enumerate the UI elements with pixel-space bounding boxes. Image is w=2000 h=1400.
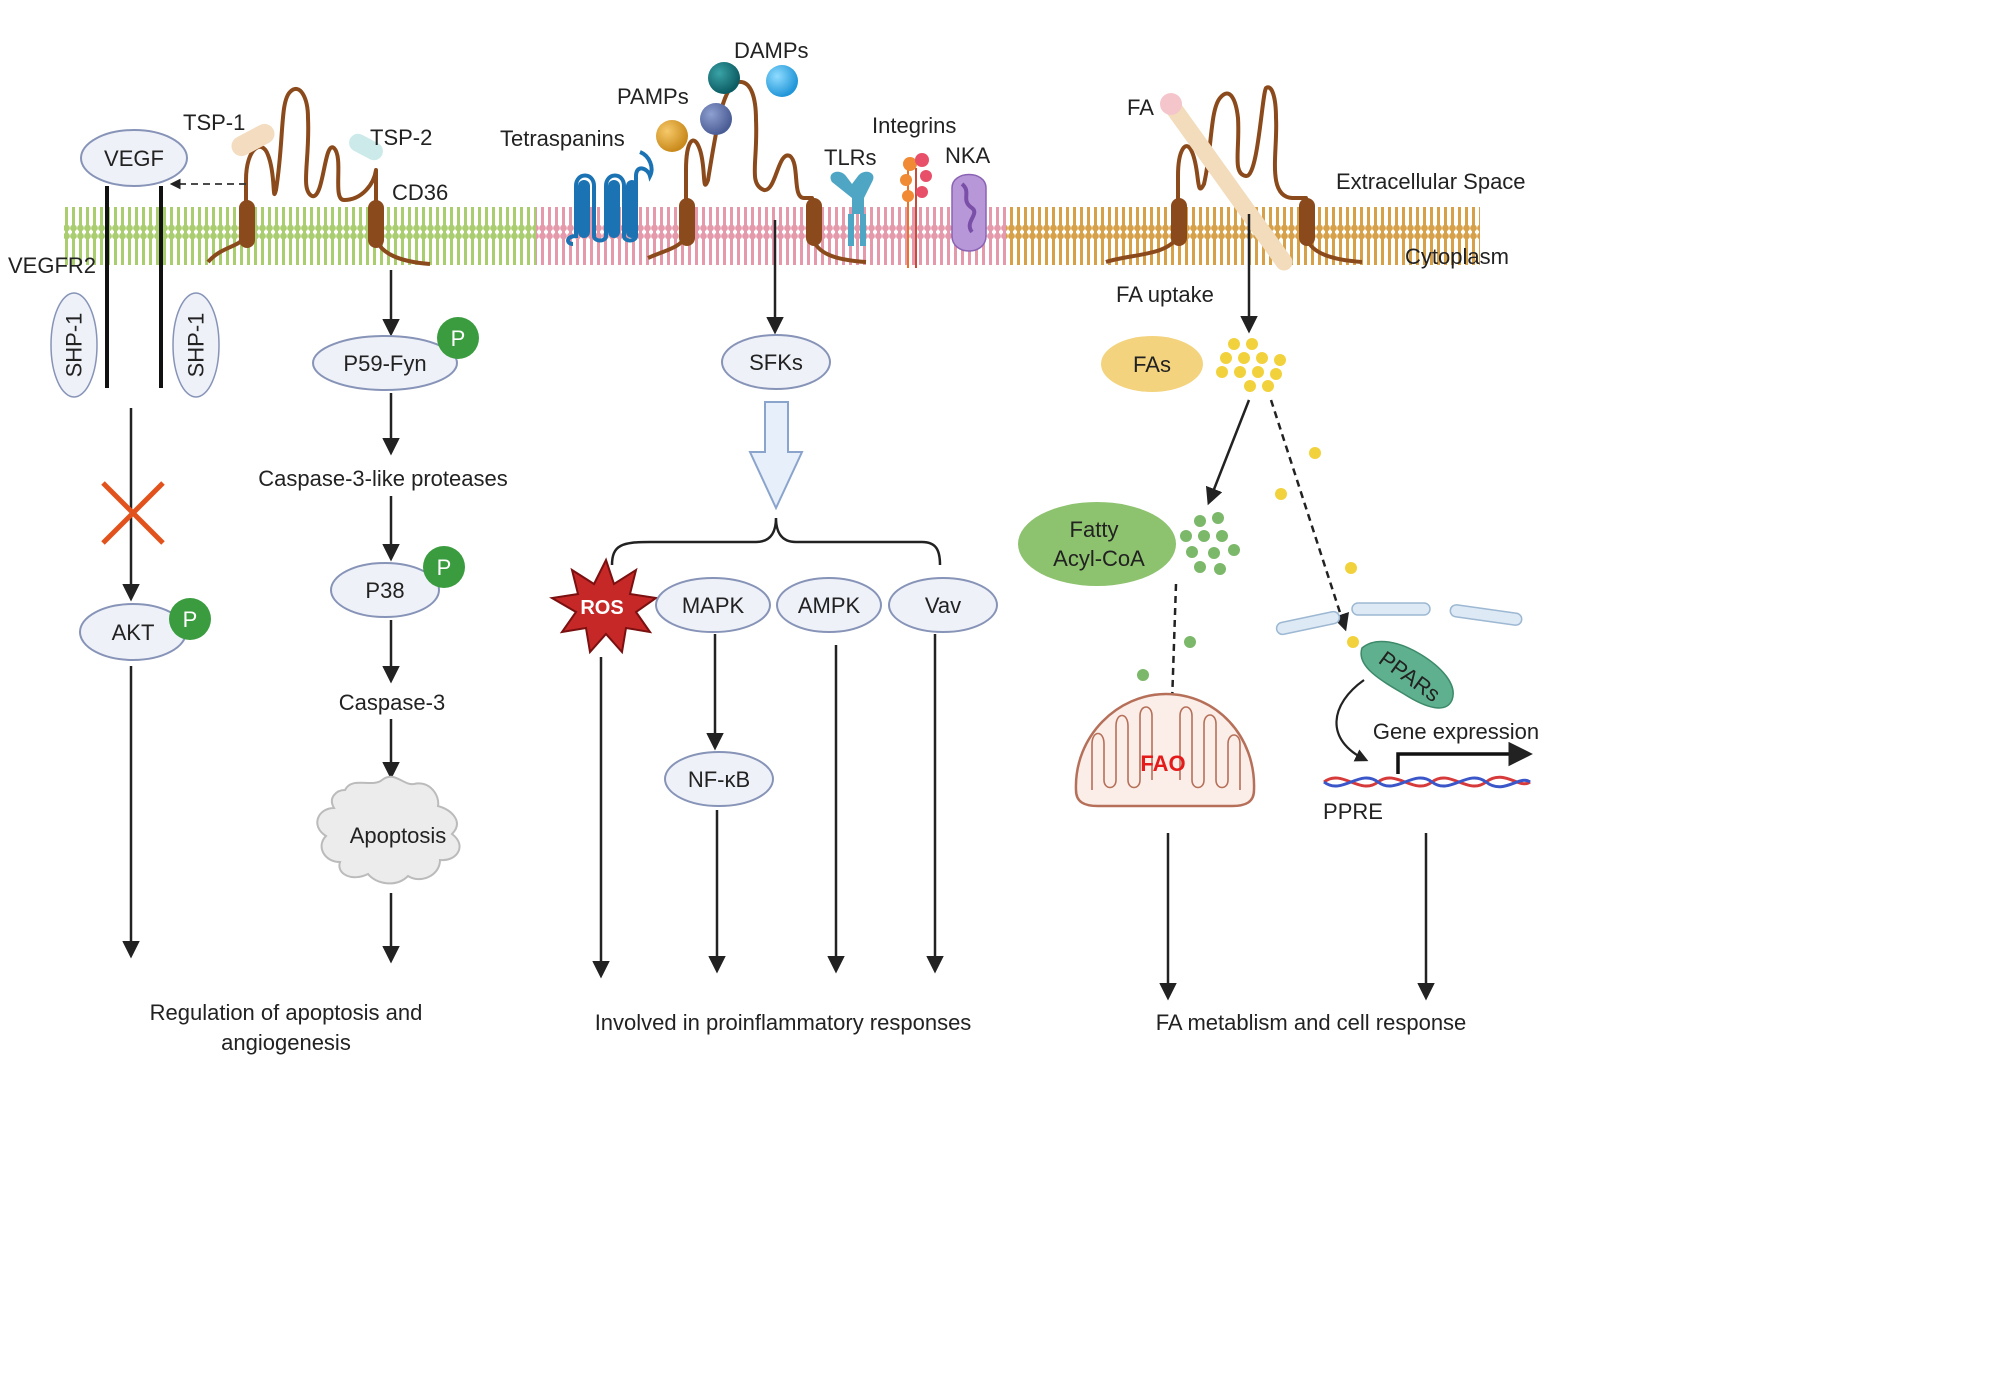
- p38-phospho-label: P: [437, 555, 452, 580]
- ros-label: ROS: [580, 597, 623, 619]
- ppars-protein: PPARs: [1360, 640, 1454, 709]
- apoptosis-cell: Apoptosis: [316, 775, 461, 885]
- ppre-label: PPRE: [1323, 799, 1383, 824]
- tlrs-label: TLRs: [824, 145, 877, 170]
- caspase-3-label: Caspase-3: [339, 690, 445, 715]
- tsp-2-ligand: [349, 133, 383, 161]
- tlr-receptor: [830, 171, 874, 246]
- pamps-label: PAMPs: [617, 84, 689, 109]
- vegfr2-label: VEGFR2: [8, 253, 96, 278]
- vegf-node: VEGF: [80, 129, 188, 187]
- inhibition-x-mark: [101, 481, 165, 545]
- vav-node: Vav: [888, 577, 998, 633]
- ampk-node: AMPK: [776, 577, 882, 633]
- integrins-label: Integrins: [872, 113, 956, 138]
- p38-node: P38: [330, 562, 440, 618]
- nfkb-node: NF-κB: [664, 751, 774, 807]
- vegf-label: VEGF: [104, 146, 164, 171]
- nka-label: NKA: [945, 143, 991, 168]
- tsp-2-label: TSP-2: [370, 125, 432, 150]
- shp-1-label-right: SHP-1: [184, 313, 209, 378]
- nfkb-label: NF-κB: [688, 767, 750, 792]
- shp-1-left: SHP-1: [50, 292, 98, 398]
- damps-label: DAMPs: [734, 38, 809, 63]
- akt-phospho-badge: P: [169, 598, 211, 640]
- fa-label: FA: [1127, 95, 1154, 120]
- fyn-phospho-badge: P: [437, 317, 479, 359]
- cd36-receptor-left: [206, 87, 431, 266]
- nuclear-membrane-fragments: [1275, 602, 1523, 636]
- outcome-1-line1: Regulation of apoptosis and: [150, 1000, 423, 1025]
- outcome-2-label: Involved in proinflammatory responses: [595, 1010, 972, 1035]
- sfks-label: SFKs: [749, 350, 803, 375]
- migrating-fa-dots: [1275, 447, 1359, 648]
- effector-bracket: [610, 517, 942, 566]
- fas-node: FAs: [1101, 336, 1203, 392]
- fa-droplet-cluster: [1216, 338, 1286, 392]
- akt-phospho-label: P: [183, 607, 198, 632]
- p59-fyn-label: P59-Fyn: [343, 351, 426, 376]
- cd36-receptor-center: [647, 79, 867, 264]
- sfks-downstream-block-arrow: [748, 401, 804, 511]
- ros-burst: ROS: [549, 557, 659, 655]
- p38-label: P38: [365, 578, 404, 603]
- tsp-1-label: TSP-1: [183, 110, 245, 135]
- tetraspanins-label: Tetraspanins: [500, 126, 625, 151]
- outcome-3-label: FA metablism and cell response: [1156, 1010, 1467, 1035]
- integrin-receptor: [900, 153, 932, 268]
- sfks-node: SFKs: [721, 334, 831, 390]
- shp-1-label-left: SHP-1: [62, 313, 87, 378]
- tsp-1-ligand: [231, 123, 275, 157]
- p38-phospho-badge: P: [423, 546, 465, 588]
- vav-label: Vav: [925, 593, 961, 618]
- dna-helix-ppre: [1323, 775, 1531, 789]
- vegfr2-receptor: [105, 186, 163, 388]
- mapk-label: MAPK: [682, 593, 745, 618]
- fas-acyl-coa-arrow: [1205, 399, 1251, 506]
- cd36-signaling-diagram: Extracellular Space Cytoplasm TSP-1 TSP-…: [8, 38, 1539, 1055]
- fatty-acyl-coa-line2: Acyl-CoA: [1053, 546, 1145, 571]
- cd36-label: CD36: [392, 180, 448, 205]
- fatty-acyl-coa-node: Fatty Acyl-CoA: [1018, 502, 1176, 586]
- p59-fyn-node: P59-Fyn: [312, 335, 458, 391]
- cytoplasm-label: Cytoplasm: [1405, 244, 1509, 269]
- ligand-spheres: [656, 62, 798, 152]
- outcome-1-line2: angiogenesis: [221, 1030, 351, 1055]
- mapk-node: MAPK: [655, 577, 771, 633]
- transcription-arrow: [1396, 741, 1533, 774]
- fao-label: FAO: [1140, 751, 1185, 776]
- fa-uptake-label: FA uptake: [1116, 282, 1214, 307]
- ppars-binding-arrow: [1335, 679, 1369, 762]
- fas-ppars-dashed-arrow: [1269, 399, 1350, 632]
- mitochondrion: FAO: [1074, 692, 1256, 808]
- cd36-receptor-right: [1105, 85, 1363, 264]
- nka-pump: [951, 173, 987, 252]
- fyn-phospho-label: P: [451, 326, 466, 351]
- shp-1-right: SHP-1: [172, 292, 220, 398]
- tetraspanin-protein: [566, 150, 654, 246]
- ampk-label: AMPK: [798, 593, 861, 618]
- akt-label: AKT: [112, 620, 155, 645]
- acyl-coa-droplet-cluster: [1180, 512, 1240, 575]
- fatty-acid-molecule: [1160, 93, 1293, 271]
- fatty-acyl-coa-line1: Fatty: [1070, 517, 1119, 542]
- caspase-3-like-label: Caspase-3-like proteases: [258, 466, 507, 491]
- fas-label: FAs: [1133, 352, 1171, 377]
- apoptosis-label: Apoptosis: [350, 823, 447, 848]
- extracellular-space-label: Extracellular Space: [1336, 169, 1526, 194]
- gene-expression-label: Gene expression: [1373, 719, 1539, 744]
